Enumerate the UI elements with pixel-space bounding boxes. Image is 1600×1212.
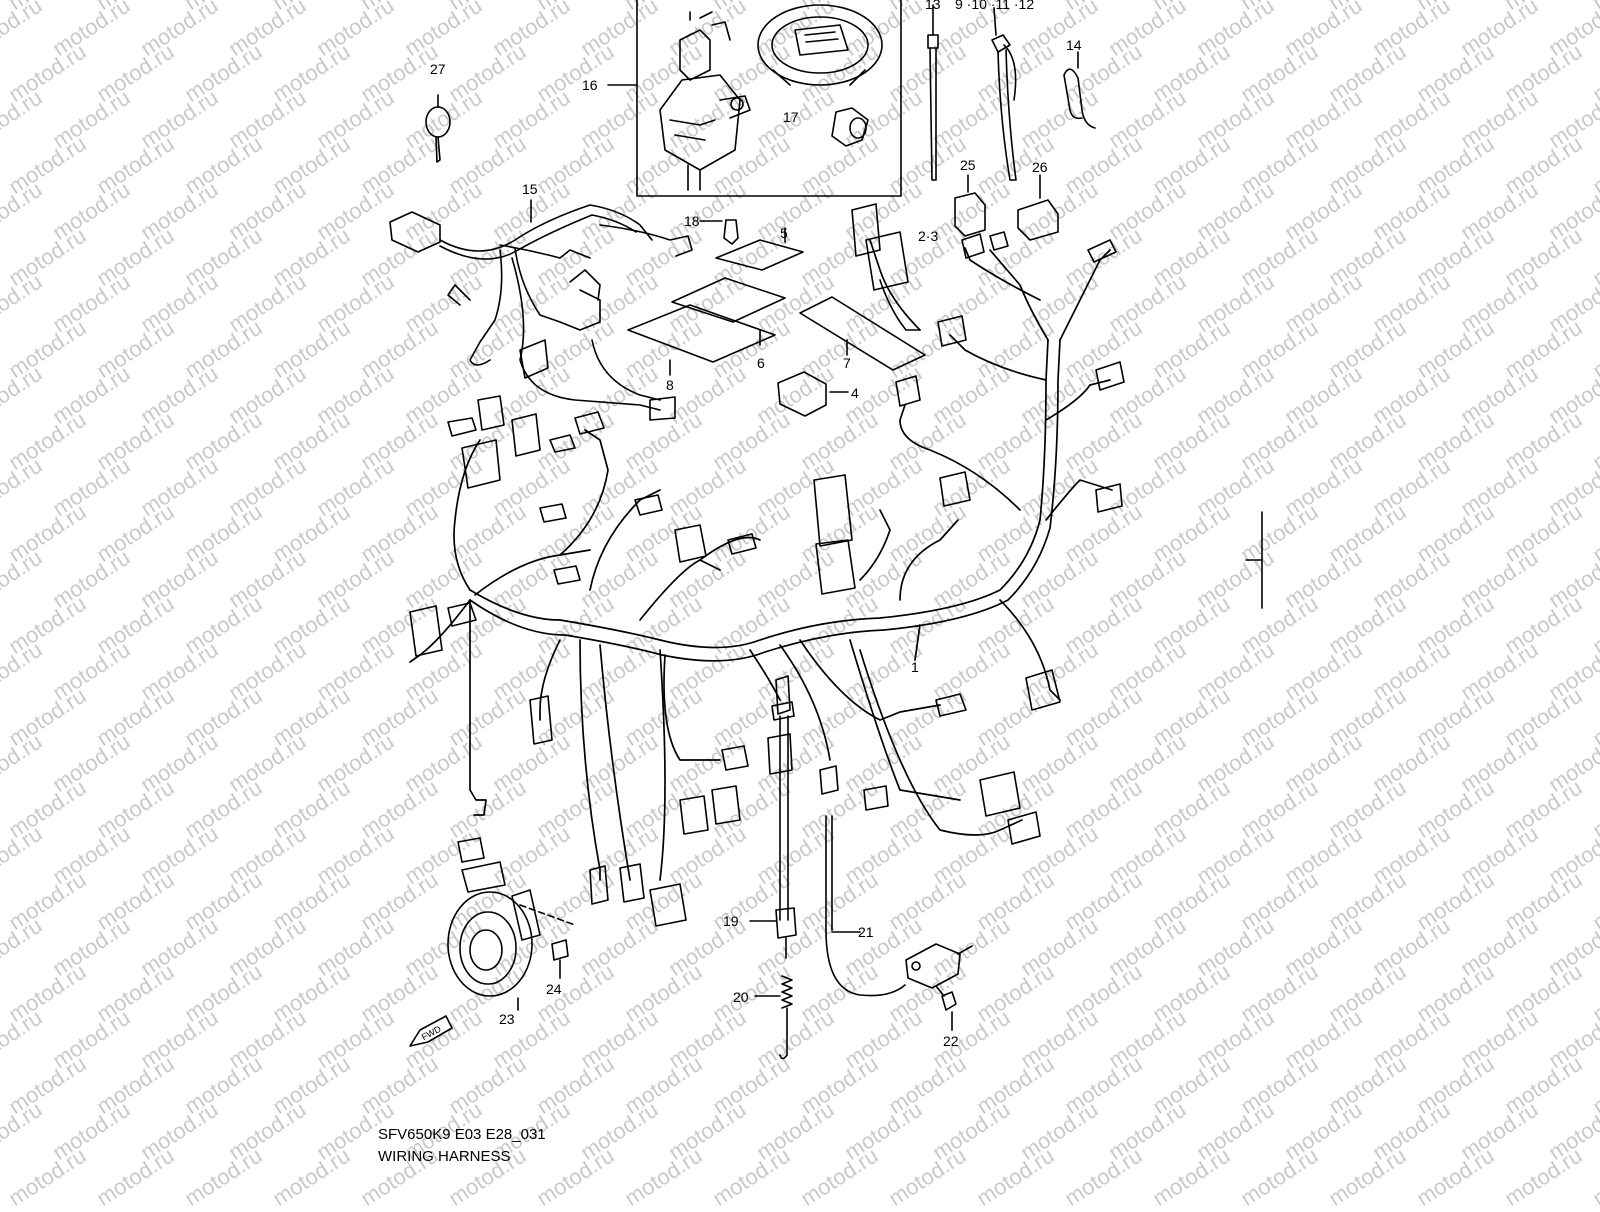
- callout-13: 13: [925, 0, 941, 12]
- main-harness-1: [409, 239, 1113, 881]
- brake-switch-icon: [749, 715, 797, 959]
- callout-22: 22: [943, 1033, 959, 1049]
- pad-8: [627, 304, 776, 363]
- side-stand-switch-icon: [905, 943, 973, 989]
- ignition-switch-icon: [659, 11, 751, 191]
- pad-7: [799, 296, 926, 371]
- callout-14: 14: [1066, 37, 1082, 53]
- ignition-group-box: [636, 0, 902, 197]
- diagram-code: SFV650K9 E03 E28_031: [378, 1126, 546, 1143]
- pad-6: [671, 277, 786, 323]
- relay-icon: [954, 174, 986, 237]
- callout-24: 24: [546, 981, 562, 997]
- callout-6: 6: [757, 355, 765, 371]
- key-cylinder-icon: [831, 107, 869, 147]
- harness-connectors: [409, 203, 1125, 927]
- key-icon: [425, 94, 451, 163]
- callout-7: 7: [843, 355, 851, 371]
- callout-15: 15: [522, 181, 538, 197]
- callout-1: 1: [911, 659, 919, 675]
- connector-icon: [1017, 174, 1059, 241]
- callout-21: 21: [858, 924, 874, 940]
- clamp-band-icon: [991, 7, 1017, 181]
- callout-20: 20: [733, 989, 749, 1005]
- relay-block-icon: [777, 371, 849, 417]
- pad-icons: [627, 227, 926, 376]
- horn-icon: [447, 889, 576, 997]
- callout-16: 16: [582, 77, 598, 93]
- fwd-arrow-icon: [409, 1015, 453, 1047]
- callout-9-12: 9 ·10 ·11 ·12: [955, 0, 1035, 12]
- callout-8: 8: [666, 377, 674, 393]
- callout-27: 27: [430, 61, 446, 77]
- screw-icon: [699, 219, 739, 245]
- bolt-icon-24: [551, 939, 569, 979]
- tie-strap-icon: [927, 4, 939, 181]
- fuel-cap-lock-icon: [757, 4, 883, 86]
- clip-icon: [1063, 51, 1096, 129]
- spring-icon: [754, 975, 793, 1060]
- callout-18: 18: [684, 213, 700, 229]
- callout-2-3: 2·3: [918, 228, 939, 244]
- sub-harness-15: [389, 199, 693, 421]
- callout-25: 25: [960, 157, 976, 173]
- diagram-title: WIRING HARNESS: [378, 1148, 511, 1165]
- callout-4: 4: [851, 385, 859, 401]
- callout-23: 23: [499, 1011, 515, 1027]
- callout-26: 26: [1032, 159, 1048, 175]
- pad-5: [715, 239, 804, 271]
- callout-5: 5: [780, 225, 788, 241]
- bolt-icon-22: [935, 985, 957, 1031]
- callout-19: 19: [723, 913, 739, 929]
- callout-17: 17: [783, 109, 799, 125]
- cable-icon: [825, 815, 906, 997]
